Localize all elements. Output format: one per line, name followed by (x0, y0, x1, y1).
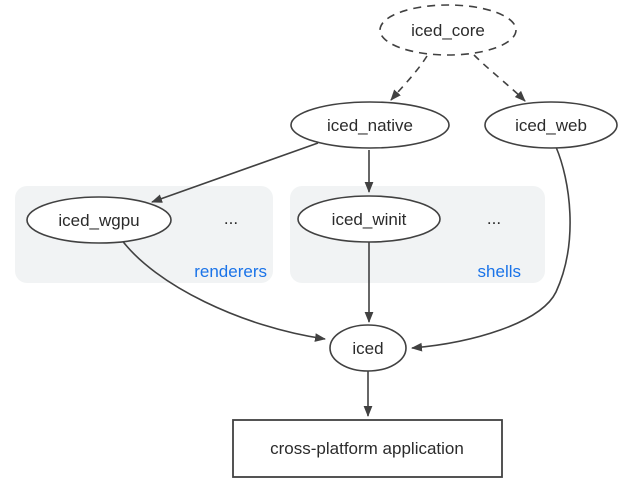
node-iced_native: iced_native (290, 101, 450, 149)
edge-iced_core-to-iced_web (473, 54, 526, 102)
iced-ellipse (329, 324, 407, 372)
edge-iced_wgpu-to-iced (120, 238, 326, 342)
renderers-group-label: renderers (194, 262, 267, 281)
node-iced_core: iced_core (379, 4, 517, 56)
iced_winit-label: iced_winit (332, 210, 407, 229)
node-iced: iced (329, 324, 407, 372)
node-iced_web: iced_web (484, 101, 618, 149)
shells-group-label: shells (478, 262, 521, 281)
renderers-ellipsis: ... (224, 209, 238, 228)
iced_web-label: iced_web (515, 116, 587, 135)
iced_wgpu-ellipse (26, 196, 172, 244)
iced_web-ellipse (484, 101, 618, 149)
iced_native-ellipse (290, 101, 450, 149)
edge-iced_core-to-iced_native (390, 55, 428, 101)
app-rect (232, 419, 503, 478)
iced_native-label: iced_native (327, 116, 413, 135)
edge-iced_web-to-iced (411, 146, 571, 352)
iced_core-ellipse (379, 4, 517, 56)
iced_wgpu-label: iced_wgpu (58, 211, 139, 230)
node-iced_winit: iced_winit (297, 195, 441, 243)
iced-label: iced (352, 339, 383, 358)
shells-ellipsis: ... (487, 209, 501, 228)
iced_core-label: iced_core (411, 21, 485, 40)
node-cross-platform-application: cross-platform application (232, 419, 503, 478)
iced_winit-ellipse (297, 195, 441, 243)
edge-iced_native-to-iced_wgpu (151, 142, 319, 203)
node-iced_wgpu: iced_wgpu (26, 196, 172, 244)
app-label: cross-platform application (270, 439, 464, 458)
